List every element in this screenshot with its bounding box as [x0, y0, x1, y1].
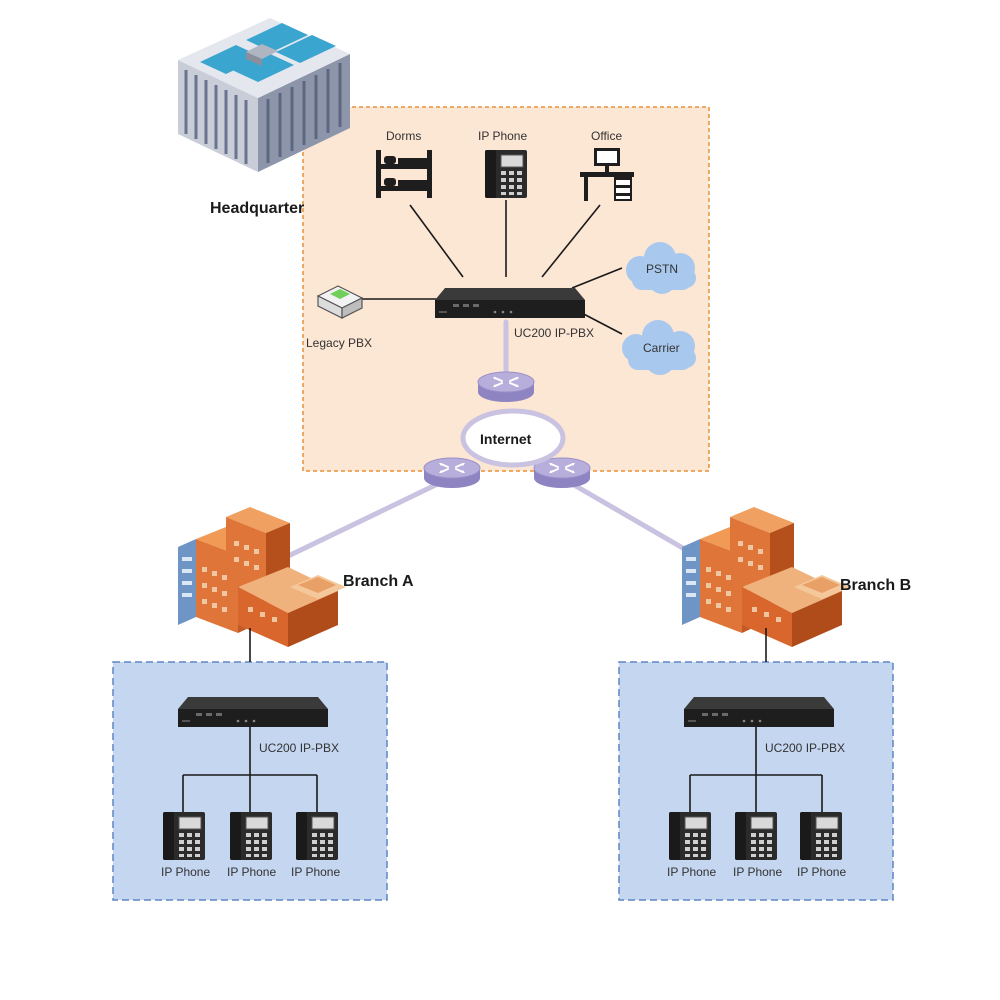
branch-b-phone-label: IP Phone — [797, 865, 846, 879]
internet-label: Internet — [480, 431, 532, 447]
bunk-bed-icon — [376, 150, 432, 198]
ip-phone-icon — [799, 811, 843, 861]
ip-phone-icon — [295, 811, 339, 861]
hq-ip-phone-label: IP Phone — [478, 129, 527, 143]
branch-b-phone-links — [689, 727, 823, 812]
dorms-label: Dorms — [386, 129, 421, 143]
pstn-cloud-icon — [626, 242, 696, 294]
branch-b-building-icon — [682, 507, 850, 647]
branch-a-phone-links — [182, 727, 318, 812]
branch-b-label: Branch B — [840, 577, 911, 594]
branch-a-building-icon — [178, 507, 346, 647]
legacy-pbx-icon — [316, 285, 364, 319]
office-desk-icon — [580, 148, 634, 201]
pstn-label: PSTN — [646, 262, 678, 276]
ip-phone-icon — [484, 149, 528, 199]
branch-a-pbx-device — [178, 697, 328, 727]
hq-pbx-device — [435, 288, 585, 318]
ip-phone-icon — [162, 811, 206, 861]
carrier-cloud-icon — [622, 320, 696, 375]
ip-phone-icon — [734, 811, 778, 861]
hq-pbx-label: UC200 IP-PBX — [514, 326, 594, 340]
branch-b-pbx-device — [684, 697, 834, 727]
branch-a-phone-label: IP Phone — [161, 865, 210, 879]
carrier-label: Carrier — [643, 341, 680, 355]
branch-a-phone-label: IP Phone — [227, 865, 276, 879]
headquarter-building-icon — [178, 18, 350, 172]
branch-b-pbx-label: UC200 IP-PBX — [765, 741, 845, 755]
router-icon — [477, 371, 535, 403]
legacy-pbx-label: Legacy PBX — [306, 336, 372, 350]
wan-links — [277, 319, 703, 563]
office-label: Office — [591, 129, 622, 143]
branch-b-phone-label: IP Phone — [733, 865, 782, 879]
headquarter-label: Headquarter — [210, 200, 304, 217]
branch-a-phone-label: IP Phone — [291, 865, 340, 879]
branch-a-label: Branch A — [343, 573, 414, 590]
internet-ellipse — [460, 408, 566, 468]
router-icon — [423, 457, 481, 489]
ip-phone-icon — [668, 811, 712, 861]
branch-a-pbx-label: UC200 IP-PBX — [259, 741, 339, 755]
ip-phone-icon — [229, 811, 273, 861]
branch-b-phone-label: IP Phone — [667, 865, 716, 879]
